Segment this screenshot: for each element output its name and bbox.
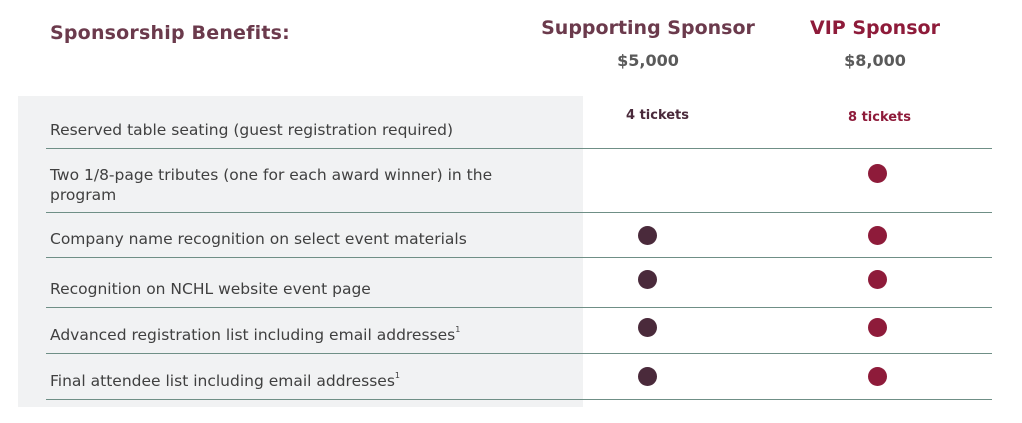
vip-sponsor-name: VIP Sponsor: [810, 17, 940, 39]
supporting-sponsor-price: $5,000: [617, 51, 679, 70]
supporting-included-dot: [638, 226, 657, 245]
vip-tickets: 8 tickets: [848, 110, 912, 125]
benefits-panel: [18, 96, 583, 407]
supporting-included-dot: [638, 318, 657, 337]
vip-included-dot: [868, 367, 887, 386]
supporting-included-dot: [638, 367, 657, 386]
supporting-sponsor-header: Supporting Sponsor $5,000: [532, 17, 764, 70]
benefit-row-tributes: Two 1/8-page tributes (one for each awar…: [46, 149, 992, 213]
benefit-row-advanced-registration: Advanced registration list including ema…: [46, 308, 992, 354]
benefit-row-company-recognition: Company name recognition on select event…: [46, 213, 992, 258]
footnote-marker: 1: [455, 324, 461, 334]
benefit-row-website-recognition: Recognition on NCHL website event page: [46, 258, 992, 308]
benefit-row-table-seating: Reserved table seating (guest registrati…: [46, 96, 992, 149]
benefit-label: Reserved table seating (guest registrati…: [50, 121, 454, 139]
supporting-included-dot: [638, 270, 657, 289]
vip-sponsor-price: $8,000: [844, 51, 906, 70]
benefit-label-line2: program: [50, 186, 117, 204]
footnote-marker: 1: [394, 370, 400, 380]
supporting-tickets: 4 tickets: [626, 108, 690, 123]
benefit-label-text: Advanced registration list including ema…: [50, 326, 456, 344]
benefit-label: Two 1/8-page tributes (one for each awar…: [50, 165, 570, 205]
vip-sponsor-header: VIP Sponsor $8,000: [782, 17, 968, 70]
vip-included-dot: [868, 318, 887, 337]
sponsorship-benefits-heading: Sponsorship Benefits:: [50, 22, 290, 44]
benefit-label-line1: Two 1/8-page tributes (one for each awar…: [50, 166, 493, 184]
vip-included-dot: [868, 270, 887, 289]
vip-included-dot: [868, 164, 887, 183]
vip-included-dot: [868, 226, 887, 245]
supporting-sponsor-name: Supporting Sponsor: [541, 17, 755, 39]
benefit-label: Advanced registration list including ema…: [50, 322, 570, 345]
benefit-label: Company name recognition on select event…: [50, 230, 467, 248]
benefit-label: Final attendee list including email addr…: [50, 368, 570, 391]
benefit-row-final-attendee: Final attendee list including email addr…: [46, 354, 992, 400]
benefit-label-text: Final attendee list including email addr…: [50, 372, 395, 390]
benefit-label: Recognition on NCHL website event page: [50, 280, 371, 298]
